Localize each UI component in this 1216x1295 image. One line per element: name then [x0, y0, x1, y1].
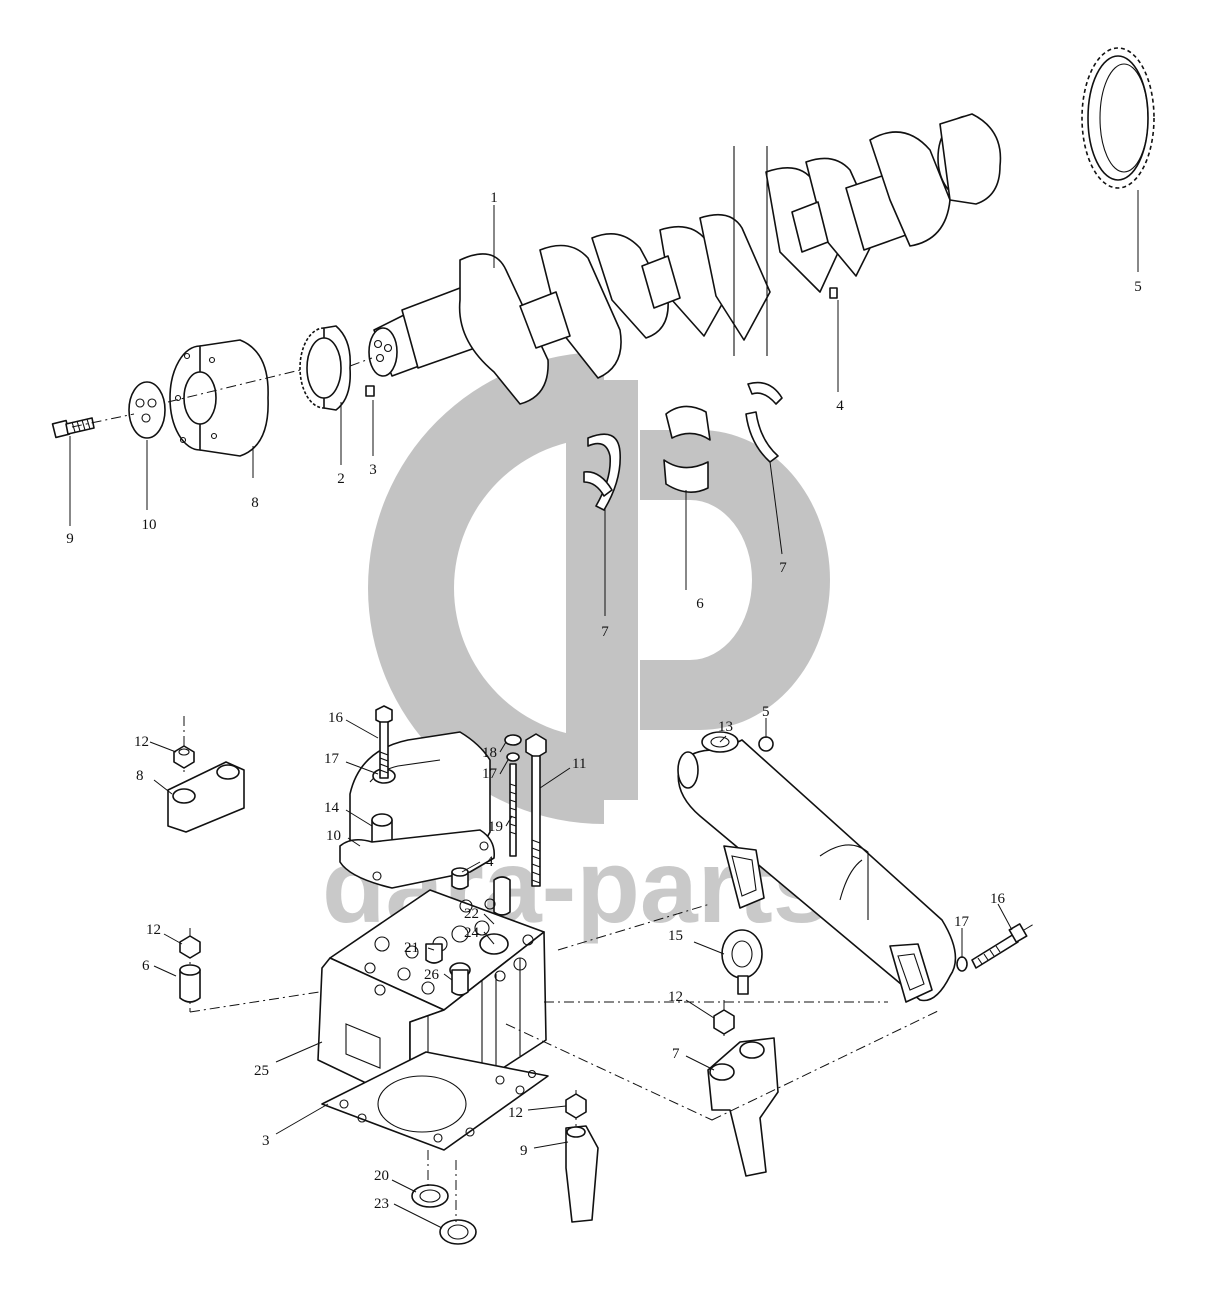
washer-17-center [506, 752, 520, 762]
nut-12-mid-left [179, 935, 201, 959]
callout-23: 23 [374, 1196, 389, 1212]
callout-8: 8 [136, 768, 144, 784]
washer-10 [128, 381, 166, 439]
callout-12: 12 [146, 922, 161, 938]
bracket-8 [167, 761, 245, 833]
callout-9: 9 [66, 531, 74, 547]
head-gasket-3 [321, 1051, 549, 1151]
callout-10: 10 [142, 517, 157, 533]
valve-seat-23 [439, 1219, 477, 1245]
lower-callouts: 12 8 12 6 16 17 14 10 18 17 19 11 4 22 2… [134, 704, 1006, 1212]
nut-18 [504, 734, 522, 746]
nut-12-top-left [173, 745, 195, 769]
callout-7: 7 [779, 560, 787, 576]
callout-24: 24 [464, 925, 480, 941]
lower-leaders [149, 718, 1013, 1229]
callout-4: 4 [836, 398, 844, 414]
bearing-shells-6 [663, 405, 711, 493]
callout-12: 12 [668, 989, 683, 1005]
callout-11: 11 [572, 756, 586, 772]
callout-7: 7 [601, 624, 609, 640]
lifting-eye-15 [721, 929, 763, 995]
thrust-washer-7-left [583, 433, 621, 511]
injector-sleeve [493, 876, 511, 916]
rocker-support-9 [565, 1125, 599, 1223]
callout-16: 16 [328, 710, 344, 726]
callout-17: 17 [954, 914, 970, 930]
callout-26: 26 [424, 967, 440, 983]
bolt-16-top [375, 705, 393, 779]
key-3 [365, 385, 375, 397]
bracket-7 [707, 1037, 779, 1177]
crankshaft-1 [368, 113, 1002, 405]
callout-1: 1 [490, 190, 498, 206]
callout-4: 4 [486, 854, 494, 870]
upper-leaders [69, 190, 1139, 616]
callout-17: 17 [482, 766, 498, 782]
bolt-9 [51, 417, 95, 439]
pulley-hub-8 [169, 339, 269, 457]
callout-16: 16 [990, 891, 1006, 907]
exhaust-manifold [677, 731, 957, 1003]
callout-7: 7 [672, 1046, 680, 1062]
callout-6: 6 [696, 596, 704, 612]
callout-3: 3 [369, 462, 377, 478]
callout-5: 5 [1134, 279, 1142, 295]
valve-seat-20 [411, 1184, 449, 1208]
thrust-washer-7-right [745, 381, 783, 463]
stud-19 [509, 763, 517, 857]
washer-17-right [956, 956, 968, 972]
nut-12-bottom [565, 1093, 587, 1119]
ring-gear-5 [1081, 47, 1155, 189]
callout-18: 18 [482, 745, 497, 761]
callout-9: 9 [520, 1143, 528, 1159]
callout-3: 3 [262, 1133, 270, 1149]
bolt-16-right [971, 923, 1028, 969]
callout-17: 17 [324, 751, 340, 767]
watermark-p-bowl [640, 430, 830, 730]
callout-10: 10 [326, 828, 341, 844]
callout-15: 15 [668, 928, 683, 944]
spacer-6 [179, 964, 201, 1003]
callout-2: 2 [337, 471, 345, 487]
callout-5: 5 [762, 704, 770, 720]
callout-13: 13 [718, 719, 733, 735]
callout-21: 21 [404, 940, 419, 956]
dowel-4 [829, 287, 838, 299]
crankshaft-assembly [51, 47, 1155, 511]
nut-12-right [713, 1009, 735, 1035]
callout-20: 20 [374, 1168, 389, 1184]
bolt-11 [525, 733, 547, 887]
callout-6: 6 [142, 958, 150, 974]
callout-14: 14 [324, 800, 340, 816]
upper-callouts: 1 2 3 4 5 6 7 7 8 9 10 [66, 190, 1142, 640]
callout-12: 12 [508, 1105, 523, 1121]
callout-22: 22 [464, 906, 479, 922]
watermark-bar [566, 380, 638, 800]
callout-19: 19 [488, 819, 503, 835]
callout-25: 25 [254, 1063, 269, 1079]
gear-2 [299, 325, 352, 411]
watermark-c-arc [368, 352, 604, 824]
callout-8: 8 [251, 495, 259, 511]
plug-4 [451, 867, 469, 890]
callout-12: 12 [134, 734, 149, 750]
